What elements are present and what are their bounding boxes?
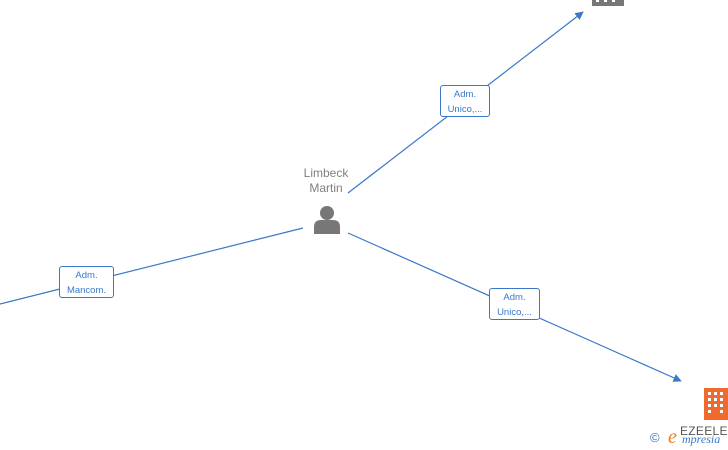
person-name-line1: Limbeck	[303, 166, 349, 180]
edge-label-left[interactable]: Adm. Mancom.	[59, 266, 114, 298]
person-icon[interactable]	[314, 206, 340, 234]
edge-label-bottom-company[interactable]: Adm. Unico,...	[489, 288, 540, 320]
copyright-symbol: ©	[650, 430, 660, 445]
edge-label-role: Adm.	[75, 270, 98, 281]
brand-logo-text: mpresia	[682, 432, 721, 446]
person-name-line2: Martin	[309, 181, 343, 195]
company-name-label[interactable]: EZEELE	[680, 424, 728, 438]
person-name-label[interactable]: Limbeck Martin	[290, 166, 362, 196]
edge-label-role-detail: Mancom.	[66, 285, 107, 296]
edge-label-role: Adm.	[453, 89, 477, 100]
edge-line-left	[0, 227, 304, 305]
edge-label-top-company[interactable]: Adm. Unico,...	[440, 85, 490, 117]
building-icon-bottom[interactable]	[704, 388, 728, 420]
edge-label-role-detail: Unico,...	[497, 307, 532, 318]
edge-label-role: Adm.	[503, 292, 526, 303]
brand-logo-e: e	[668, 426, 677, 448]
edge-label-role-detail: Unico,...	[447, 104, 483, 115]
building-icon-top[interactable]	[592, 0, 624, 6]
